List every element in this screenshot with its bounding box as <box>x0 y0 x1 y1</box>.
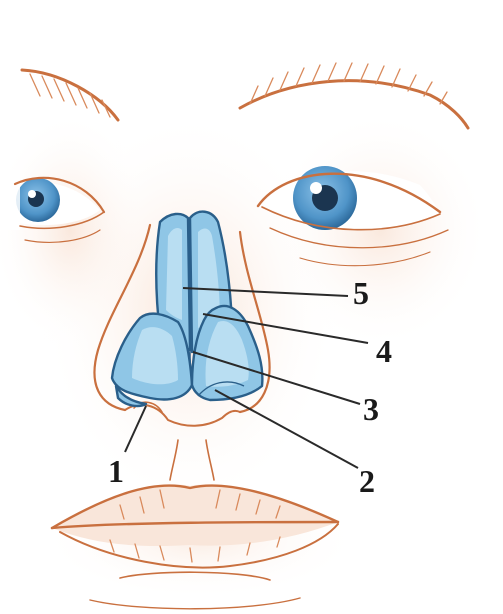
callout-2: 2 <box>359 463 375 499</box>
callout-3: 3 <box>363 391 379 427</box>
callout-1: 1 <box>108 453 124 489</box>
callout-4: 4 <box>376 333 392 369</box>
callout-5: 5 <box>353 275 369 311</box>
